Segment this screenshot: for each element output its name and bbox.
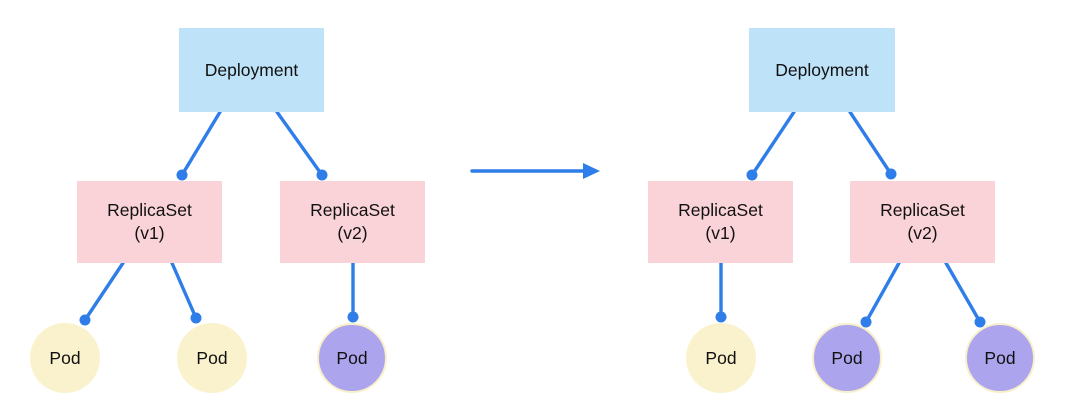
left-deployment-node: Deployment — [179, 28, 324, 112]
edge-dot — [885, 168, 897, 180]
replicaset-version: (v2) — [337, 223, 368, 243]
left-replicaset-v1-node: ReplicaSet (v1) — [77, 181, 222, 263]
pod-label: Pod — [705, 347, 737, 368]
edge-dot — [860, 316, 872, 328]
right-pod-2-v2: Pod — [812, 323, 882, 393]
left-pod-2-v1: Pod — [177, 323, 247, 393]
left-pod-1-v1: Pod — [30, 323, 100, 393]
edge-dot — [176, 169, 188, 181]
pod-label: Pod — [49, 347, 81, 368]
right-deployment-label: Deployment — [775, 59, 869, 80]
pod-label: Pod — [336, 347, 368, 368]
replicaset-label: ReplicaSet — [107, 200, 192, 220]
edge-right-deployment-to-rs-v1 — [750, 110, 796, 177]
left-deployment-label: Deployment — [204, 59, 299, 80]
right-pod-3-v2: Pod — [965, 323, 1035, 393]
edge-dot — [974, 316, 986, 328]
edge-left-deployment-to-rs-v2 — [275, 110, 324, 177]
transition-arrow-head — [583, 163, 600, 179]
left-replicaset-v2-node: ReplicaSet (v2) — [280, 181, 425, 263]
edge-dot — [347, 311, 359, 323]
replicaset-version: (v2) — [907, 223, 938, 243]
edge-dot — [746, 169, 758, 181]
replicaset-label: ReplicaSet — [678, 200, 763, 220]
right-replicaset-v1-node: ReplicaSet (v1) — [648, 181, 793, 263]
replicaset-label: ReplicaSet — [310, 200, 395, 220]
edge-left-rs-v1-to-pod-1 — [83, 261, 125, 322]
pod-label: Pod — [831, 347, 863, 368]
edge-dot — [79, 314, 91, 326]
edge-right-rs-v2-to-pod-3 — [944, 261, 982, 324]
edge-dot — [715, 311, 727, 323]
replicaset-version: (v1) — [705, 223, 736, 243]
pod-label: Pod — [196, 347, 228, 368]
right-deployment-node: Deployment — [749, 28, 895, 112]
edge-left-rs-v1-to-pod-2 — [170, 261, 198, 320]
edge-dot — [316, 169, 328, 181]
pod-label: Pod — [984, 347, 1016, 368]
left-pod-3-v2: Pod — [317, 323, 387, 393]
replicaset-version: (v1) — [134, 223, 165, 243]
replicaset-label: ReplicaSet — [880, 200, 965, 220]
right-pod-1-v1: Pod — [686, 323, 756, 393]
edge-right-rs-v2-to-pod-2 — [864, 261, 901, 324]
edge-right-deployment-to-rs-v2 — [848, 110, 893, 176]
edge-left-deployment-to-rs-v1 — [180, 110, 222, 177]
right-replicaset-v2-node: ReplicaSet (v2) — [850, 181, 995, 263]
edge-dot — [190, 312, 202, 324]
